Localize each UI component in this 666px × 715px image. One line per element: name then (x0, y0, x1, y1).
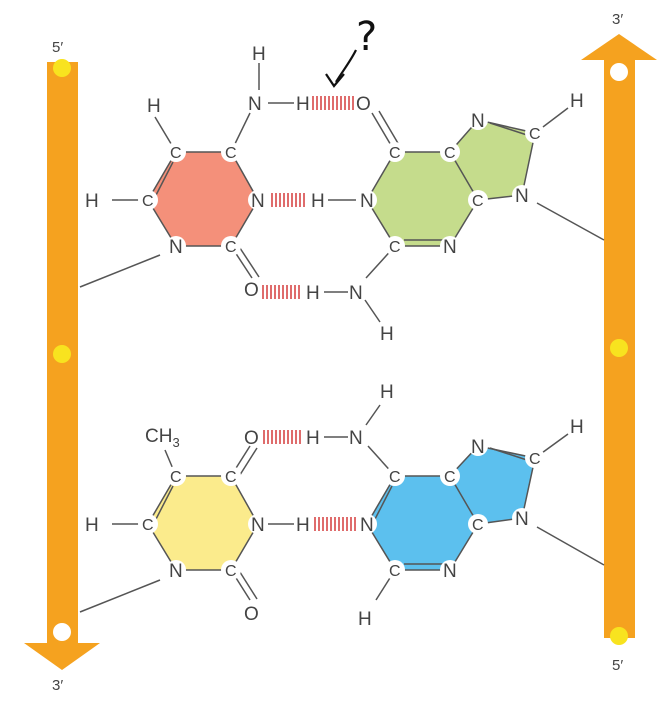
atom-o4: O (244, 428, 259, 449)
atom-c4: C (225, 145, 237, 162)
methyl-ch: CH (145, 426, 172, 447)
adenine-base: C C C N C N N H H N C N H H (306, 382, 584, 630)
phosphate-dot (53, 345, 71, 363)
atom-c4: C (472, 517, 484, 534)
atom-n6: N (349, 428, 363, 449)
hbond-upper (263, 430, 301, 444)
gc-hydrogen-bonds (262, 96, 354, 299)
right-strand-label-bottom: 5′ (612, 657, 623, 674)
atom-n1: N (169, 237, 183, 258)
question-annotation: ? (325, 14, 377, 88)
atom-c6: C (389, 145, 401, 162)
atom-amino-h-top: H (252, 44, 266, 65)
phosphate-dot (610, 339, 628, 357)
atom-h8: H (570, 417, 584, 438)
atom-n7: N (471, 111, 485, 132)
atom-c5: C (170, 469, 182, 486)
atom-h8: H (570, 91, 584, 112)
atom-n9: N (515, 186, 529, 207)
atom-o2: O (244, 604, 259, 625)
atom-n1: N (360, 191, 374, 212)
atom-c6: C (142, 193, 154, 210)
atom-c8: C (529, 126, 541, 143)
atom-amino-n: N (248, 94, 262, 115)
atom-c8: C (529, 451, 541, 468)
atom-c2: C (389, 239, 401, 256)
atom-n3: N (443, 561, 457, 582)
thymine-ring (148, 476, 258, 570)
left-strand-arrow-down (24, 643, 100, 670)
atom-n1: N (360, 515, 374, 536)
atom-h2: H (358, 609, 372, 630)
atom-c4: C (472, 193, 484, 210)
atom-c2: C (389, 563, 401, 580)
adenine-five-ring (450, 446, 535, 524)
atom-n9: N (515, 509, 529, 530)
phosphate-notch (53, 623, 71, 641)
right-backbone-strand: 3′ 5′ (581, 11, 657, 674)
right-strand-arrow-up (581, 34, 657, 60)
atom-c5: C (444, 145, 456, 162)
atom-c6: C (142, 517, 154, 534)
atom-amino-h: H (296, 94, 310, 115)
atom-c6: C (389, 469, 401, 486)
at-hydrogen-bonds (263, 430, 356, 531)
atom-c2: C (225, 239, 237, 256)
atom-methyl: CH3 (145, 426, 180, 450)
thymine-base: C C C N C N O CH3 H H O (85, 426, 310, 625)
atom-n3: N (251, 191, 265, 212)
atom-c2: C (225, 563, 237, 580)
atom-n3: N (251, 515, 265, 536)
atom-amino-h: H (306, 283, 320, 304)
adenine-six-ring (367, 476, 478, 570)
atom-o6: O (356, 94, 371, 115)
cytosine-ring (148, 152, 258, 246)
left-strand-label-top: 5′ (52, 39, 63, 56)
phosphate-dot (610, 627, 628, 645)
sugar-connectors (79, 202, 605, 613)
atom-h5: H (147, 96, 161, 117)
atom-n7: N (471, 437, 485, 458)
atom-h1: H (311, 191, 325, 212)
hbond-lower (314, 517, 356, 531)
hbond-bottom (262, 285, 300, 299)
cytosine-base: C C C N C N H H N H H O (85, 44, 310, 301)
atom-h3: H (296, 515, 310, 536)
atom-h6a: H (380, 382, 394, 403)
methyl-subscript: 3 (172, 435, 179, 450)
hbond-top (312, 96, 354, 110)
atom-c5: C (170, 145, 182, 162)
atom-h6: H (85, 515, 99, 536)
phosphate-notch (610, 63, 628, 81)
atom-h6b: H (306, 428, 320, 449)
left-backbone-strand: 5′ 3′ (24, 39, 100, 694)
atom-n1: N (169, 561, 183, 582)
atom-h6: H (85, 191, 99, 212)
hbond-middle (271, 193, 305, 207)
left-strand-label-bottom: 3′ (52, 677, 63, 694)
atom-c4: C (225, 469, 237, 486)
atom-o2: O (244, 280, 259, 301)
atom-amino-n: N (349, 283, 363, 304)
phosphate-dot (53, 59, 71, 77)
atom-n3: N (443, 237, 457, 258)
guanine-five-ring (450, 120, 535, 200)
guanine-base: O C C C N C N H N C N H N H H (306, 91, 584, 345)
atom-c5: C (444, 469, 456, 486)
question-mark: ? (356, 14, 377, 60)
right-strand-label-top: 3′ (612, 11, 623, 28)
atom-amino-h-bottom: H (380, 324, 394, 345)
guanine-six-ring (367, 152, 478, 246)
